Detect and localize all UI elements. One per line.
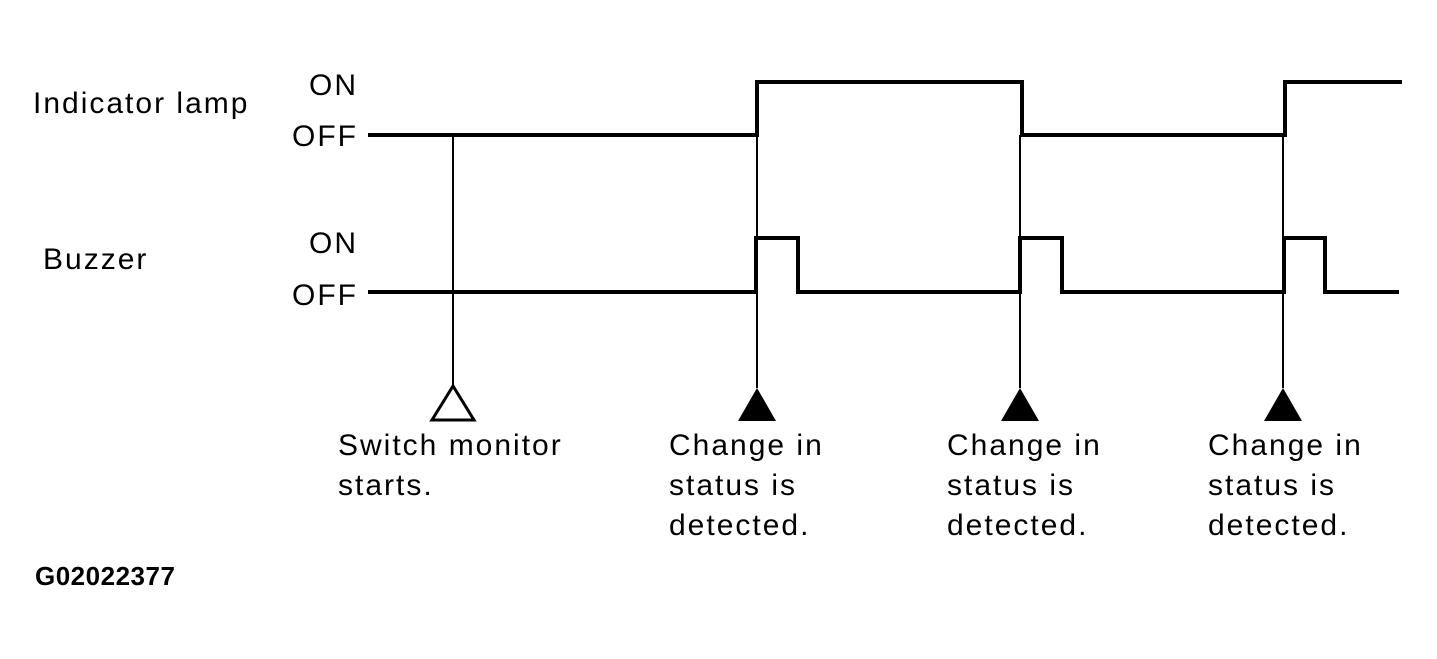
buzzer-on-label: ON [309, 227, 358, 260]
event-marker-filled-triangle [1001, 388, 1039, 421]
figure-id: G02022377 [35, 561, 176, 591]
buzzer-waveform [368, 236, 1399, 294]
indicator-lamp-waveform [368, 80, 1402, 137]
signal-label-indicator-lamp: Indicator lamp [33, 87, 250, 120]
event-label-change-detected-2: Change in status is detected. [947, 429, 1102, 542]
signal-label-buzzer: Buzzer [43, 243, 149, 276]
event-label-switch-monitor-starts: Switch monitor starts. [338, 429, 563, 502]
indicator-lamp-on-label: ON [309, 69, 358, 102]
event-marker-filled-triangle [1264, 388, 1302, 421]
buzzer-off-label: OFF [292, 279, 358, 312]
event-label-change-detected-1: Change in status is detected. [669, 429, 824, 542]
indicator-lamp-off-label: OFF [292, 120, 358, 153]
event-marker-open-triangle [429, 383, 477, 422]
event-label-change-detected-3: Change in status is detected. [1208, 429, 1363, 542]
event-marker-filled-triangle [738, 388, 776, 421]
